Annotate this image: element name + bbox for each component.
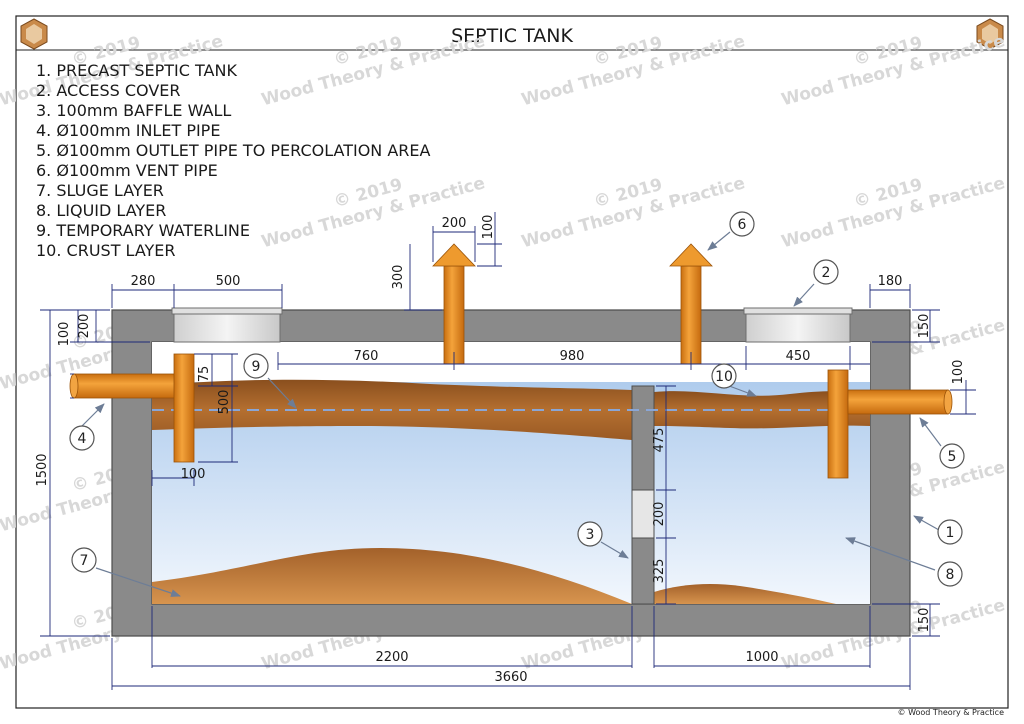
dim-75: 75	[197, 366, 212, 383]
dim-200-baffle: 200	[652, 502, 667, 527]
legend-item: 4. Ø100mm INLET PIPE	[36, 121, 220, 140]
vent-pipe-right	[669, 243, 713, 365]
dim-325: 325	[652, 559, 667, 584]
callout-7: 7	[71, 547, 97, 573]
vent-pipe-left	[432, 243, 476, 365]
dim-1000: 1000	[745, 650, 778, 665]
legend-item: 8. LIQUID LAYER	[36, 201, 166, 220]
callout-number: 9	[252, 359, 261, 375]
logo-left	[20, 18, 48, 50]
dim-150-top: 150	[917, 314, 932, 339]
dim-450: 450	[786, 349, 811, 364]
air-space	[152, 342, 870, 382]
callout-number: 1	[946, 525, 955, 541]
legend-item: 3. 100mm BAFFLE WALL	[36, 101, 231, 120]
dim-150-bottom: 150	[917, 608, 932, 633]
dim-980: 980	[560, 349, 585, 364]
legend-item: 1. PRECAST SEPTIC TANK	[36, 61, 237, 80]
access-cover-left	[171, 307, 283, 343]
callout-number: 5	[948, 449, 957, 465]
dim-200-vent: 200	[442, 216, 467, 231]
dim-100-left: 100	[57, 322, 72, 347]
callout-number: 8	[946, 567, 955, 583]
callout-8: 8	[937, 561, 963, 587]
page-title: SEPTIC TANK	[451, 25, 573, 47]
legend-item: 7. SLUGE LAYER	[36, 181, 164, 200]
dim-280: 280	[131, 274, 156, 289]
callout-circle	[243, 353, 269, 379]
callout-9: 9	[243, 353, 269, 379]
callout-circle	[711, 363, 737, 389]
dimension-lines	[40, 212, 976, 690]
callout-10: 10	[711, 363, 737, 389]
callout-number: 3	[586, 527, 595, 543]
legend-item: 6. Ø100mm VENT PIPE	[36, 161, 218, 180]
legend-item: 2. ACCESS COVER	[36, 81, 181, 100]
dim-2200: 2200	[375, 650, 408, 665]
callout-6: 6	[729, 211, 755, 237]
callout-3: 3	[577, 521, 603, 547]
dim-180: 180	[878, 274, 903, 289]
callout-number: 7	[80, 553, 89, 569]
sludge-layer-right	[654, 584, 836, 604]
dim-200-left: 200	[77, 314, 92, 339]
callout-circle	[813, 259, 839, 285]
dim-300: 300	[391, 265, 406, 290]
dim-500-cover: 500	[216, 274, 241, 289]
callout-number: 4	[78, 431, 87, 447]
dim-475: 475	[652, 428, 667, 453]
callout-circle	[729, 211, 755, 237]
callout-circle	[71, 547, 97, 573]
legend-item: 9. TEMPORARY WATERLINE	[36, 221, 250, 240]
legend-item: 5. Ø100mm OUTLET PIPE TO PERCOLATION ARE…	[36, 141, 431, 160]
dim-100-outlet: 100	[951, 360, 966, 385]
callout-bubbles: 1 2 3 4 5 6 7 8 9 10	[69, 211, 965, 587]
callout-number: 6	[738, 217, 747, 233]
baffle-opening	[631, 489, 655, 539]
callout-circle	[939, 443, 965, 469]
callout-4: 4	[69, 425, 95, 451]
callout-5: 5	[939, 443, 965, 469]
dim-1500: 1500	[35, 453, 50, 486]
outlet-pipe	[827, 369, 953, 479]
dim-3660: 3660	[494, 670, 527, 685]
callout-circle	[577, 521, 603, 547]
dim-500-inlet: 500	[217, 390, 232, 415]
dim-100-inlet: 100	[181, 467, 206, 482]
baffle-wall-lower	[631, 537, 655, 605]
copyright-note: © Wood Theory & Practice	[898, 708, 1005, 717]
access-cover-right	[743, 307, 853, 343]
callout-number: 2	[822, 265, 831, 281]
callout-circle	[69, 425, 95, 451]
sludge-layer-left	[152, 548, 632, 604]
callout-1: 1	[937, 519, 963, 545]
callout-circle	[937, 561, 963, 587]
legend-item: 10. CRUST LAYER	[36, 241, 176, 260]
callout-number: 10	[715, 369, 733, 385]
baffle-wall-upper	[631, 385, 655, 491]
dim-760: 760	[354, 349, 379, 364]
dim-100-vent: 100	[481, 215, 496, 240]
callout-circle	[937, 519, 963, 545]
logo-right	[976, 18, 1004, 50]
callout-2: 2	[813, 259, 839, 285]
